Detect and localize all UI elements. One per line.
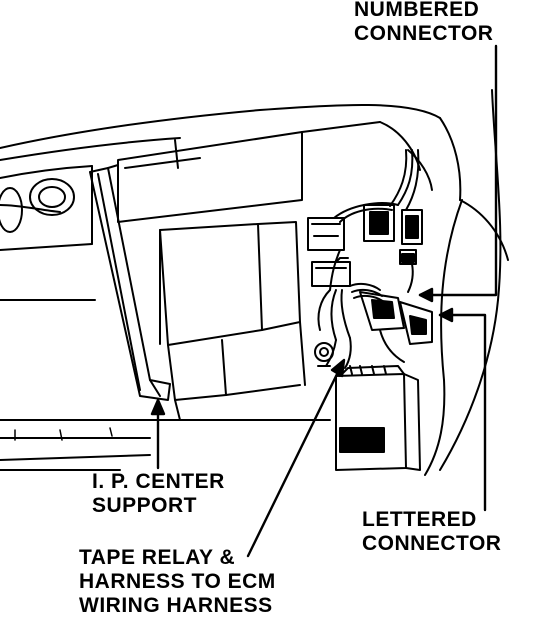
label-line: NUMBERED xyxy=(354,0,480,21)
wiring-harness xyxy=(317,149,420,369)
numbered-arrow-head xyxy=(418,287,434,303)
callouts xyxy=(150,44,498,558)
label-line: CONNECTOR xyxy=(354,22,494,45)
tape-arrow-head xyxy=(330,358,346,378)
label-line: SUPPORT xyxy=(92,494,198,517)
lettered-connector-label: LETTERED CONNECTOR xyxy=(362,508,501,556)
label-line: LETTERED xyxy=(362,508,477,531)
numbered-connector-label: NUMBERED CONNECTOR xyxy=(354,0,493,46)
label-line: HARNESS TO ECM xyxy=(79,570,276,593)
lettered-connector xyxy=(359,291,433,345)
grommet xyxy=(314,342,334,367)
label-line: I. P. CENTER xyxy=(92,470,225,493)
label-line: WIRING HARNESS xyxy=(79,594,273,617)
ecm-module xyxy=(335,365,421,471)
numbered-connector xyxy=(307,204,423,287)
ip-center-support-label: I. P. CENTER SUPPORT xyxy=(92,470,225,518)
floor-hints xyxy=(14,427,113,441)
lettered-arrow-head xyxy=(438,307,454,323)
tape-relay-label: TAPE RELAY & HARNESS TO ECM WIRING HARNE… xyxy=(79,546,276,618)
ip-arrow-head xyxy=(150,398,166,416)
instrument-panel xyxy=(0,89,509,476)
lower-panels xyxy=(159,221,306,421)
ip-center-support xyxy=(89,164,171,401)
label-line: TAPE RELAY & xyxy=(79,546,236,569)
label-line: CONNECTOR xyxy=(362,532,502,555)
